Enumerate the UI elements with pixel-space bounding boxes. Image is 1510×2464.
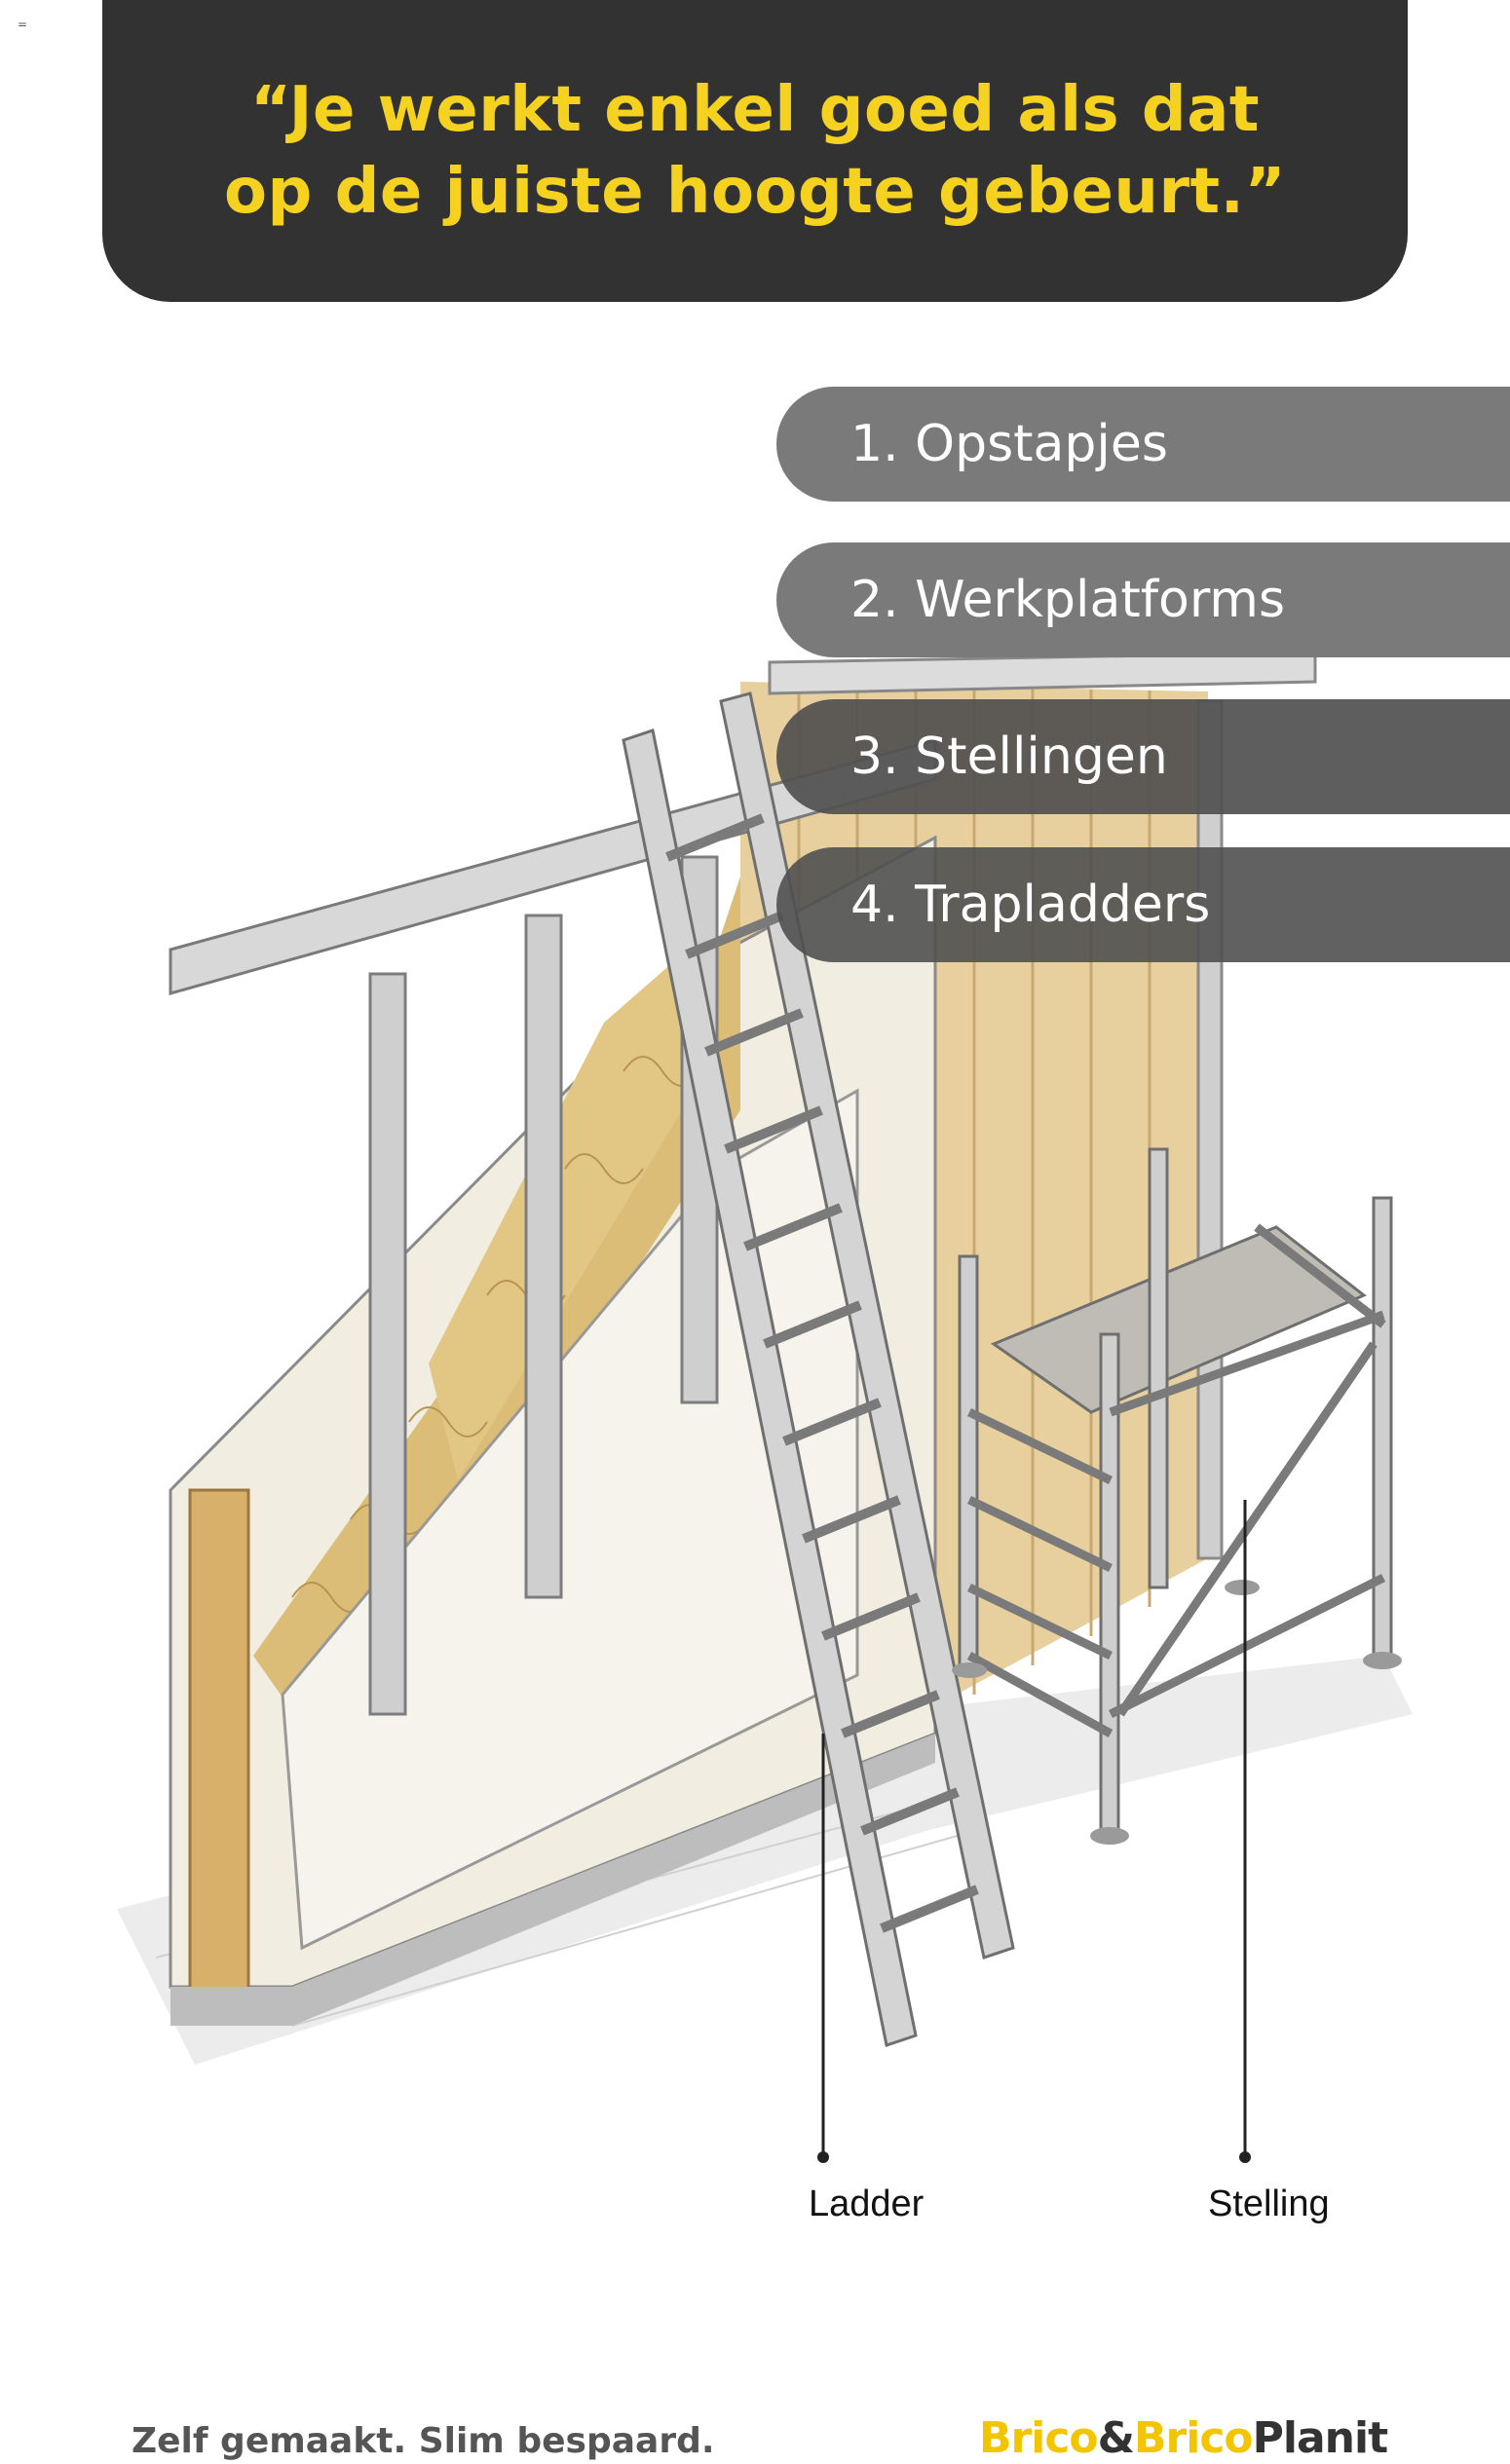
footer-slogan: Zelf gemaakt. Slim bespaard. xyxy=(132,2421,715,2461)
menu-item-werkplatforms[interactable]: 2. Werkplatforms xyxy=(776,542,1510,657)
callout-lines xyxy=(817,1500,1251,2163)
menu-item-stellingen[interactable]: 3. Stellingen xyxy=(776,699,1510,814)
wall-ladder-scaffold-illustration xyxy=(117,651,1413,2163)
quote-banner: “Je werkt enkel goed als dat op de juist… xyxy=(102,0,1408,302)
quote-line-2: op de juiste hoogte gebeurt.” xyxy=(224,156,1286,228)
menu-item-opstapjes[interactable]: 1. Opstapjes xyxy=(776,387,1510,502)
quote-line-1: “Je werkt enkel goed als dat xyxy=(249,74,1261,146)
logo-part-planit: Planit xyxy=(1252,2413,1388,2463)
logo-part-brico: Brico xyxy=(979,2413,1099,2463)
menu-item-trapladders[interactable]: 4. Trapladders xyxy=(776,847,1510,962)
logo-part-brico-2: Brico xyxy=(1134,2413,1254,2463)
corner-mark: = xyxy=(18,18,28,31)
logo-ampersand: & xyxy=(1097,2413,1135,2463)
callout-label-stelling: Stelling xyxy=(1208,2184,1330,2224)
callout-label-ladder: Ladder xyxy=(809,2184,925,2224)
ladder-drawing xyxy=(622,691,1015,2047)
brand-logo[interactable]: Brico&BricoPlanit xyxy=(979,2413,1388,2463)
